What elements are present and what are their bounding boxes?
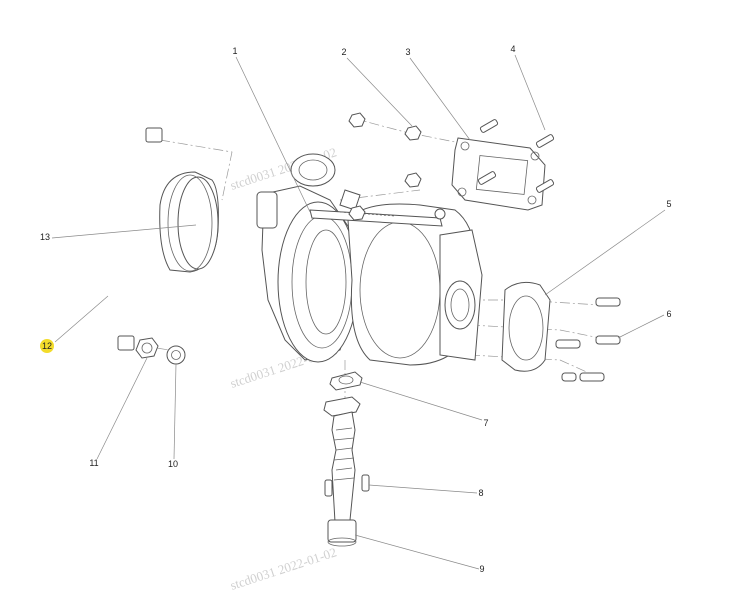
callout-12[interactable]: 12: [42, 341, 52, 351]
callouts: 1 2 3 4 5 6 7 8 9 10 11 12 13: [40, 44, 672, 574]
callout-2[interactable]: 2: [341, 47, 346, 57]
callout-10[interactable]: 10: [168, 459, 178, 469]
callout-12-highlight: [40, 339, 54, 353]
outlet-studs[interactable]: [555, 297, 621, 382]
callout-1[interactable]: 1: [232, 46, 237, 56]
turbine-outlet-gasket[interactable]: [501, 281, 551, 372]
nuts[interactable]: [348, 112, 422, 221]
banjo-nut[interactable]: [135, 337, 159, 359]
oil-drain-pipe[interactable]: [323, 396, 361, 547]
leader-lines: [51, 54, 666, 570]
callout-5[interactable]: 5: [666, 199, 671, 209]
callout-13[interactable]: 13: [40, 232, 50, 242]
callout-4[interactable]: 4: [510, 44, 515, 54]
oil-feed-pipe[interactable]: [106, 98, 163, 351]
callout-7[interactable]: 7: [483, 418, 488, 428]
compressor-cover-disc[interactable]: [159, 171, 219, 273]
callout-3[interactable]: 3: [405, 47, 410, 57]
bolts[interactable]: [324, 474, 370, 497]
studs[interactable]: [477, 119, 555, 193]
drain-gasket[interactable]: [329, 371, 363, 391]
callout-9[interactable]: 9: [479, 564, 484, 574]
callout-11[interactable]: 11: [89, 458, 98, 468]
callout-8[interactable]: 8: [478, 488, 483, 498]
watermark-3: stcd0031 2022-01-02: [228, 544, 338, 593]
turbocharger[interactable]: [256, 153, 483, 366]
callout-6[interactable]: 6: [666, 309, 671, 319]
sealing-washer[interactable]: [166, 345, 186, 365]
turbine-inlet-gasket[interactable]: [451, 137, 546, 211]
